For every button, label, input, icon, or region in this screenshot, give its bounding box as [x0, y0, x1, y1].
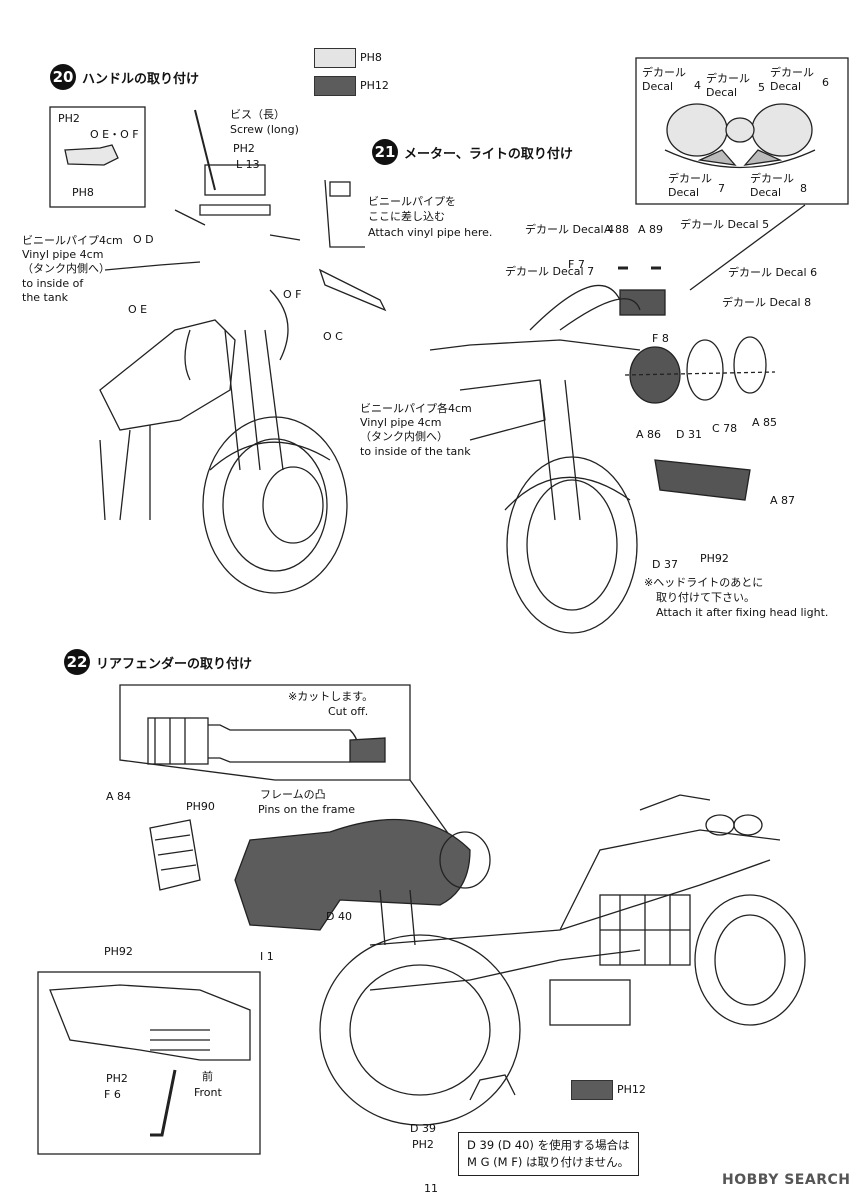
screw-label-jp: ビス（長）	[230, 108, 285, 121]
label-d40: D 40	[326, 910, 352, 923]
step-21-header: 21 メーター、ライトの取り付け	[372, 139, 573, 165]
part-od: O D	[133, 233, 154, 246]
hobby-search-watermark: HOBBY SEARCH	[722, 1172, 851, 1188]
label-a87: A 87	[770, 494, 796, 507]
label-d31: D 31	[676, 428, 702, 441]
label-decal7: デカール Decal 7	[505, 265, 595, 278]
part-oe: O E	[128, 303, 148, 316]
label-decal8: デカール Decal 8	[722, 296, 812, 309]
label-a85: A 85	[752, 416, 778, 429]
step21-vinyl-jp2: （タンク内側へ）	[360, 430, 448, 443]
label-ph92-step22: PH92	[104, 945, 133, 958]
label-f7: F 7	[568, 258, 585, 271]
label-d39-ph2: PH2	[412, 1138, 434, 1151]
frame-pins-en: Pins on the frame	[258, 803, 356, 816]
step-21-number: 21	[372, 139, 398, 165]
cut-off-en: Cut off.	[328, 705, 369, 718]
step-22-header: 22 リアフェンダーの取り付け	[64, 649, 252, 675]
step21-vinyl-en: Vinyl pipe 4cm	[360, 416, 442, 429]
inset-ph8: PH8	[72, 186, 94, 199]
meter-decal4-num: 4	[694, 79, 701, 92]
headlight-note-jp1: ※ヘッドライトのあとに	[644, 576, 764, 589]
step22-dark-swatch	[571, 1080, 613, 1100]
step21-vinyl-en2: to inside of the tank	[360, 445, 471, 458]
meter-decal5-num: 5	[758, 81, 765, 94]
meter-decal8-en: Decal	[750, 186, 782, 199]
legend-swatch-light	[314, 48, 356, 68]
vinyl-pipe-en3: the tank	[22, 291, 68, 304]
cut-off-jp: ※カットします。	[288, 690, 374, 703]
page-number: 11	[424, 1182, 438, 1195]
part-of: O F	[283, 288, 302, 301]
label-a89: A 89	[638, 223, 664, 236]
legend-label-dark: PH12	[360, 79, 389, 92]
vinyl-pipe-jp: ビニールパイプ4cm	[22, 234, 123, 247]
label-decal5: デカール Decal 5	[680, 218, 770, 231]
label-a88: A 88	[604, 223, 630, 236]
meter-decal5-jp: デカール	[706, 72, 750, 85]
part-oc: O C	[323, 330, 343, 343]
step-22-number: 22	[64, 649, 90, 675]
screw-label-en: Screw (long)	[230, 123, 299, 136]
frame-pins-jp: フレームの凸	[260, 788, 326, 801]
meter-decal4-jp: デカール	[642, 66, 686, 79]
label-d39: D 39	[410, 1122, 436, 1135]
step-22-title: リアフェンダーの取り付け	[96, 656, 253, 672]
d39-usage-note: D 39 (D 40) を使用する場合は M G (M F) は取り付けません。	[458, 1132, 639, 1176]
vinyl-pipe-en2: to inside of	[22, 277, 84, 290]
headlight-note-jp2: 取り付けて下さい。	[656, 591, 755, 604]
inset-parts: O E・O F	[90, 128, 139, 141]
d39-note-line1: D 39 (D 40) を使用する場合は	[467, 1138, 630, 1152]
meter-decal7-en: Decal	[668, 186, 700, 199]
meter-decal5-en: Decal	[706, 86, 738, 99]
label-i1: I 1	[260, 950, 274, 963]
vinyl-pipe-en: Vinyl pipe 4cm	[22, 248, 104, 261]
label-decal4: デカール Decal 4	[525, 223, 615, 236]
stand-ph2: PH2	[106, 1072, 128, 1085]
meter-decal7-jp: デカール	[668, 172, 712, 185]
screw-ph2: PH2	[233, 142, 255, 155]
step-20-number: 20	[50, 64, 76, 90]
inset-ph2: PH2	[58, 112, 80, 125]
stand-f6: F 6	[104, 1088, 121, 1101]
callout-jp2: ここに差し込む	[368, 210, 445, 223]
legend-swatch-dark	[314, 76, 356, 96]
front-en: Front	[194, 1086, 222, 1099]
step22-ph12: PH12	[617, 1083, 646, 1096]
d39-note-line2: M G (M F) は取り付けません。	[467, 1155, 630, 1169]
screw-part-l13: L 13	[236, 158, 260, 171]
step-21-title: メーター、ライトの取り付け	[404, 146, 573, 162]
meter-decal8-jp: デカール	[750, 172, 794, 185]
step-20-title: ハンドルの取り付け	[82, 71, 200, 87]
meter-decal6-num: 6	[822, 76, 829, 89]
meter-decal8-num: 8	[800, 182, 807, 195]
meter-decal4-en: Decal	[642, 80, 674, 93]
vinyl-pipe-jp2: （タンク内側へ）	[22, 262, 110, 275]
label-f8: F 8	[652, 332, 669, 345]
label-ph92: PH92	[700, 552, 729, 565]
meter-decal6-en: Decal	[770, 80, 802, 93]
label-d37: D 37	[652, 558, 678, 571]
step21-vinyl-jp: ビニールパイプ各4cm	[360, 402, 472, 415]
label-a86: A 86	[636, 428, 662, 441]
legend-label-light: PH8	[360, 51, 382, 64]
step-20-header: 20 ハンドルの取り付け	[50, 64, 199, 90]
meter-decal6-jp: デカール	[770, 66, 814, 79]
label-a84: A 84	[106, 790, 132, 803]
meter-decal7-num: 7	[718, 182, 725, 195]
front-jp: 前	[202, 1070, 213, 1083]
callout-jp1: ビニールパイプを	[368, 195, 456, 208]
headlight-note-en: Attach it after fixing head light.	[656, 606, 829, 619]
label-decal6: デカール Decal 6	[728, 266, 818, 279]
label-c78: C 78	[712, 422, 738, 435]
callout-en: Attach vinyl pipe here.	[368, 226, 493, 239]
label-ph90: PH90	[186, 800, 215, 813]
